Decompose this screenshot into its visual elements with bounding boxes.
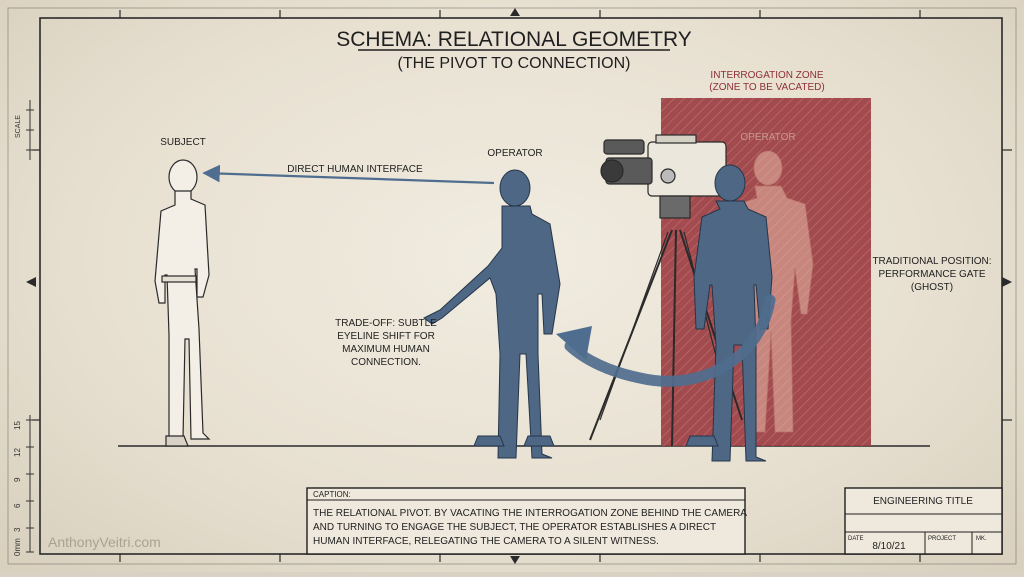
ruler-tick-0mm: 0mm: [13, 538, 22, 556]
zone-title: INTERROGATION ZONE: [710, 70, 823, 81]
pivot-arrow: [564, 294, 776, 387]
diagram-subtitle: (THE PIVOT TO CONNECTION): [398, 55, 631, 72]
title-block-project-label: PROJECT: [928, 536, 956, 542]
title-block-mk-label: MK.: [976, 536, 987, 542]
operator-behind-camera: [685, 164, 773, 462]
tradeoff-line-1: TRADE-OFF: SUBTLE: [335, 318, 437, 329]
title-block: ENGINEERING TITLE DATE 8/10/21 PROJECT M…: [844, 487, 1003, 555]
center-mark-left: [26, 277, 36, 287]
zone-subtitle: (ZONE TO BE VACATED): [709, 82, 824, 93]
watermark: AnthonyVeitri.com: [48, 534, 161, 550]
ruler-tick-15: 15: [13, 421, 22, 430]
tradeoff-line-2: EYELINE SHIFT FOR: [337, 331, 435, 342]
caption-box: CAPTION: THE RELATIONAL PIVOT. BY VACATI…: [306, 487, 747, 555]
tradeoff-line-4: CONNECTION.: [351, 357, 421, 368]
ruler-tick-9: 9: [13, 477, 22, 482]
traditional-position-note: TRADITIONAL POSITION: PERFORMANCE GATE (…: [872, 256, 991, 293]
diagram-title: SCHEMA: RELATIONAL GEOMETRY: [336, 28, 692, 51]
ruler-tick-12: 12: [13, 448, 22, 457]
ruler-tick-labels: 15 12 9 6 3 0mm: [13, 421, 22, 556]
ruler-tick-6: 6: [13, 503, 22, 508]
subject-figure: [154, 159, 211, 447]
center-mark-bottom: [510, 556, 520, 564]
traditional-line-1: TRADITIONAL POSITION:: [872, 256, 991, 267]
operator-figure: [423, 169, 561, 459]
caption-line-3: HUMAN INTERFACE, RELEGATING THE CAMERA T…: [313, 536, 659, 547]
direct-interface-label: DIRECT HUMAN INTERFACE: [287, 164, 423, 175]
center-mark-right: [1002, 277, 1012, 287]
caption-line-2: AND TURNING TO ENGAGE THE SUBJECT, THE O…: [313, 522, 716, 533]
ruler-tick-3: 3: [13, 527, 22, 532]
traditional-line-2: PERFORMANCE GATE: [878, 269, 985, 280]
caption-heading: CAPTION:: [313, 490, 351, 499]
scale-label: SCALE: [15, 115, 22, 138]
title-block-date-label: DATE: [848, 536, 864, 542]
pivot-arrow-head: [556, 326, 592, 360]
tradeoff-line-3: MAXIMUM HUMAN: [342, 344, 430, 355]
operator-label: OPERATOR: [487, 148, 542, 159]
caption-line-1: THE RELATIONAL PIVOT. BY VACATING THE IN…: [313, 508, 747, 519]
subject-label: SUBJECT: [160, 137, 206, 148]
scale-ruler: [26, 100, 34, 553]
traditional-line-3: (GHOST): [911, 282, 953, 293]
ghost-operator-label: OPERATOR: [740, 132, 795, 143]
direct-interface-arrow: [202, 164, 495, 185]
title-block-heading: ENGINEERING TITLE: [873, 496, 973, 507]
tradeoff-note: TRADE-OFF: SUBTLE EYELINE SHIFT FOR MAXI…: [335, 318, 437, 368]
video-camera: [600, 134, 727, 219]
title-block-date-value: 8/10/21: [872, 541, 906, 552]
center-mark-top: [510, 8, 520, 16]
